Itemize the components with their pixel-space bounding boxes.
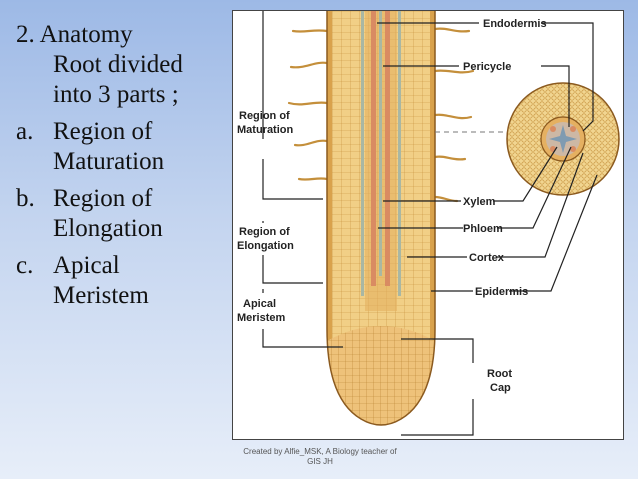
list-item-elongation: b. Region of Elongation bbox=[16, 184, 226, 244]
root-diagram-svg: Region of Maturation Region of Elongatio… bbox=[237, 11, 620, 436]
label-cortex: Cortex bbox=[469, 252, 505, 264]
label-apical-meristem: Meristem bbox=[237, 312, 286, 324]
list-text: Maturation bbox=[53, 148, 165, 175]
root-longitudinal-section bbox=[327, 11, 435, 425]
label-pericycle: Pericycle bbox=[463, 61, 511, 73]
list-text: Elongation bbox=[53, 215, 163, 242]
label-root-cap: Root bbox=[487, 368, 512, 380]
root-cross-section bbox=[506, 82, 620, 196]
list-marker: c. bbox=[16, 252, 34, 279]
list-marker: a. bbox=[16, 118, 34, 145]
slide-heading: 2. Anatomy bbox=[16, 21, 133, 48]
label-apical-meristem: Apical bbox=[243, 298, 276, 310]
list-text: Region of bbox=[53, 118, 153, 145]
credit-line: Created by Alfie_MSK, A Biology teacher … bbox=[243, 447, 397, 456]
intro-line: Root divided bbox=[53, 51, 183, 78]
intro-line: into 3 parts ; bbox=[53, 81, 179, 108]
root-outline bbox=[326, 11, 436, 426]
label-pointers bbox=[377, 22, 598, 292]
credit-line: GIS JH bbox=[307, 457, 333, 466]
list-marker: b. bbox=[16, 185, 35, 212]
label-epidermis: Epidermis bbox=[475, 286, 528, 298]
slide-text: 2. Anatomy Root divided into 3 parts ; a… bbox=[16, 20, 226, 311]
label-region-maturation: Region of bbox=[239, 110, 290, 122]
label-root-cap: Cap bbox=[490, 382, 511, 394]
label-region-maturation: Maturation bbox=[237, 124, 294, 136]
list-item-maturation: a. Region of Maturation bbox=[16, 117, 226, 177]
credit-caption: Created by Alfie_MSK, A Biology teacher … bbox=[210, 447, 430, 467]
label-region-elongation: Elongation bbox=[237, 240, 294, 252]
label-phloem: Phloem bbox=[463, 223, 503, 235]
list-text: Apical bbox=[53, 252, 120, 279]
list-text: Region of bbox=[53, 185, 153, 212]
label-xylem: Xylem bbox=[463, 196, 496, 208]
list-text: Meristem bbox=[53, 282, 149, 309]
label-region-elongation: Region of bbox=[239, 226, 290, 238]
label-endodermis: Endodermis bbox=[483, 18, 547, 30]
region-brackets bbox=[262, 11, 474, 436]
root-anatomy-diagram: Region of Maturation Region of Elongatio… bbox=[232, 10, 624, 440]
